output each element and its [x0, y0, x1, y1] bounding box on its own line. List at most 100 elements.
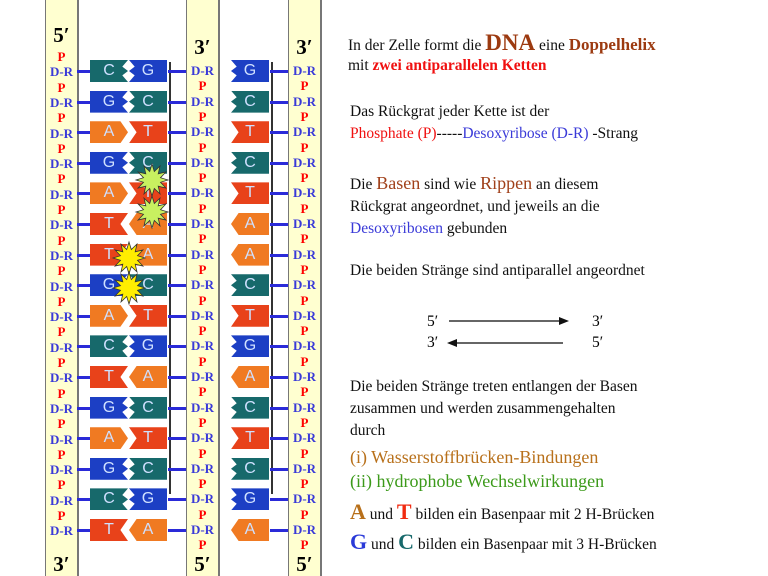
- deoxyribose-label: D-R: [292, 277, 317, 293]
- base-C: C: [129, 396, 167, 419]
- base-A: A: [231, 519, 269, 541]
- base-C: C: [231, 90, 269, 113]
- phosphate-label: P: [198, 139, 207, 155]
- phosphate-label: P: [57, 263, 66, 279]
- base-T: T: [231, 182, 269, 205]
- phosphate-label: P: [198, 506, 207, 522]
- phosphate-label: P: [300, 261, 309, 277]
- deoxyribose-label: D-R: [292, 460, 317, 476]
- phosphate-label: P: [300, 537, 309, 553]
- backbone-link: [168, 406, 186, 410]
- phosphate-label: P: [198, 445, 207, 461]
- backbone-link: [270, 498, 288, 502]
- backbone-link: [168, 498, 186, 502]
- base-A: A: [231, 243, 269, 266]
- deoxyribose-label: D-R: [292, 338, 317, 354]
- backbone-link: [168, 131, 186, 135]
- base-A: A: [129, 213, 167, 235]
- base-T: T: [129, 182, 167, 205]
- deoxyribose-label: D-R: [190, 277, 215, 293]
- base-G: G: [129, 60, 167, 82]
- base-G: G: [90, 274, 128, 297]
- base-C: C: [129, 90, 167, 113]
- deoxyribose-label: D-R: [190, 154, 215, 170]
- backbone-link: [168, 467, 186, 471]
- base-G: G: [90, 396, 128, 419]
- deoxyribose-label: D-R: [190, 246, 215, 262]
- phosphate-label: P: [198, 261, 207, 277]
- arrow2-start-label: 5′: [592, 334, 604, 351]
- base-G: G: [90, 457, 128, 480]
- backbone-link: [168, 314, 186, 318]
- deoxyribose-label: D-R: [190, 307, 215, 323]
- cohesion-line-3: durch: [350, 422, 386, 439]
- deoxyribose-label: D-R: [292, 522, 317, 537]
- phosphate-label: P: [300, 139, 309, 155]
- deoxyribose-label: D-R: [190, 124, 215, 140]
- phosphate-label: P: [57, 446, 66, 462]
- base-T: T: [90, 366, 128, 388]
- deoxyribose-label: D-R: [49, 278, 74, 294]
- backbone-link: [168, 100, 186, 104]
- base-A: A: [90, 427, 128, 450]
- backbone-link: [168, 70, 186, 73]
- phosphate-label: P: [300, 108, 309, 124]
- backbone-link: [270, 529, 288, 532]
- backbone-link: [270, 161, 288, 165]
- bases-line-1: Die Basen sind wie Rippen an diesem: [350, 173, 599, 193]
- backbone-link: [77, 284, 91, 288]
- backbone-link: [77, 253, 91, 257]
- phosphate-label: P: [198, 323, 207, 339]
- arrow1-end-label: 3′: [592, 313, 604, 330]
- base-C: C: [231, 457, 269, 480]
- backbone-link: [77, 406, 91, 410]
- backbone-link: [270, 192, 288, 196]
- arrow-right-icon: [447, 317, 569, 347]
- base-A: A: [129, 366, 167, 388]
- phosphate-label: P: [300, 78, 309, 94]
- middle_strand-bottom-end: 5′: [194, 552, 211, 576]
- backbone-link: [270, 284, 288, 288]
- base-C: C: [129, 457, 167, 480]
- base-G: G: [90, 90, 128, 113]
- base-G: G: [231, 488, 269, 511]
- phosphate-label: P: [300, 231, 309, 247]
- phosphate-label: P: [300, 506, 309, 522]
- deoxyribose-label: D-R: [49, 400, 74, 416]
- cohesion-line-1: Die beiden Stränge treten entlangen der …: [350, 378, 638, 395]
- phosphate-label: P: [198, 384, 207, 400]
- backbone-link: [77, 223, 91, 226]
- backbone-link: [77, 529, 91, 532]
- right_strand-top-end: 3′: [296, 35, 313, 59]
- phosphate-label: P: [300, 353, 309, 369]
- phosphate-label: P: [57, 508, 66, 523]
- base-A: A: [90, 182, 128, 205]
- phosphate-label: P: [198, 108, 207, 124]
- deoxyribose-label: D-R: [292, 216, 317, 231]
- deoxyribose-label: D-R: [190, 491, 215, 507]
- left_strand-bottom-end: 3′: [53, 552, 70, 576]
- phosphate-label: P: [300, 323, 309, 339]
- base-T: T: [231, 304, 269, 327]
- phosphate-label: P: [57, 324, 66, 340]
- base-C: C: [129, 274, 167, 297]
- phosphate-label: P: [57, 49, 66, 64]
- deoxyribose-label: D-R: [190, 430, 215, 446]
- base-A: A: [231, 213, 269, 235]
- phosphate-label: P: [198, 78, 207, 94]
- backbone-link: [77, 314, 91, 318]
- phosphate-label: P: [300, 200, 309, 216]
- deoxyribose-label: D-R: [190, 93, 215, 109]
- base-T: T: [90, 519, 128, 541]
- backbone-link: [168, 161, 186, 165]
- deoxyribose-label: D-R: [49, 523, 74, 539]
- deoxyribose-label: D-R: [190, 63, 215, 78]
- phosphate-label: P: [300, 170, 309, 186]
- deoxyribose-label: D-R: [49, 125, 74, 141]
- deoxyribose-label: D-R: [49, 339, 74, 355]
- base-T: T: [231, 427, 269, 450]
- deoxyribose-label: D-R: [49, 247, 74, 263]
- backbone-link: [168, 437, 186, 441]
- deoxyribose-label: D-R: [49, 462, 74, 478]
